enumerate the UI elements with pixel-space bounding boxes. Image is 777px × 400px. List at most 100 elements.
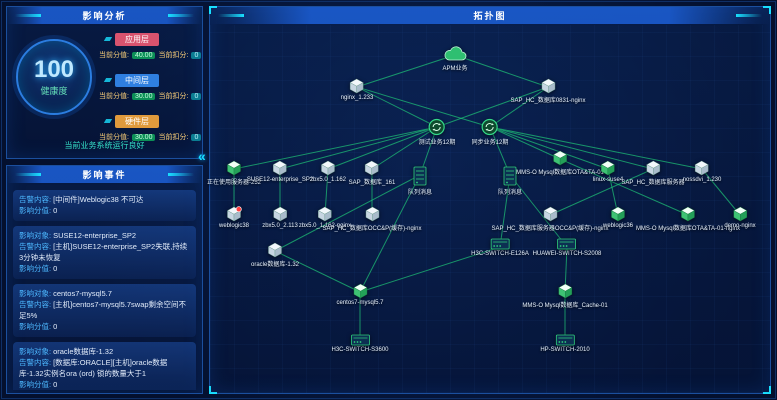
deduct-label: 当前扣分:	[158, 134, 189, 141]
topology-edge	[356, 86, 438, 128]
topo-node-label: weblogic38	[218, 223, 250, 229]
topo-node-label: SAP_HC_数据库0831-nginx	[510, 98, 586, 104]
score-value: 40.00	[131, 51, 156, 59]
topo-node-mmscache[interactable]: MMS-O Mysql数据库_Cache-01	[522, 283, 608, 309]
cube-icon	[272, 160, 288, 176]
cube-green-icon	[352, 283, 368, 299]
topo-node-zbx2113[interactable]: zbx5.0_2.113	[262, 206, 298, 229]
cube-green-icon	[680, 206, 696, 222]
topo-node-nginx1233[interactable]: nginx_1.233	[341, 78, 373, 101]
cube-green-icon	[552, 150, 568, 166]
topo-node-h3ce126[interactable]: H3C-SWITCH-E126A	[471, 238, 529, 257]
topo-node-mms01[interactable]: MMS-O Mysql数据库OTA&TA-01	[516, 150, 604, 176]
cube-icon	[349, 78, 365, 94]
topology-edge	[499, 174, 511, 248]
switch-icon	[555, 334, 575, 346]
event-alarm-value: [主机]centos7-mysql5.7swap剩余空间不足5%	[19, 299, 187, 320]
topo-node-label: 队列消息	[407, 190, 433, 196]
topo-node-zbx1162[interactable]: zbx5.0_1.162	[310, 160, 346, 183]
topo-node-sapsrv[interactable]: SAP_HC_数据库服务器	[621, 160, 685, 186]
event-target-value: centos7-mysql5.7	[53, 288, 112, 298]
topo-node-mmsnginx[interactable]: MMS-O Mysql数据库OTA&TA-01-nginx	[636, 206, 740, 232]
topo-node-sap161[interactable]: SAP_数据库_161	[348, 160, 396, 186]
layer-chip-2[interactable]: 硬件层	[115, 115, 159, 128]
cube-icon	[320, 160, 336, 176]
score-label: 当前分值:	[99, 134, 129, 141]
topology-edge	[359, 246, 501, 293]
topology-edge	[607, 168, 619, 216]
topo-node-label: zbx5.0_2.113	[262, 223, 298, 229]
event-score-value: 0	[53, 264, 58, 274]
event-target-label: 影响对象:	[19, 346, 52, 356]
layer-chip-1[interactable]: 中间层	[115, 74, 159, 87]
event-alarm-value: [主机]SUSE12-enterprise_SP2失联,持续3分钟未恢复	[19, 241, 188, 262]
topo-node-label: SAP_数据库_161	[348, 180, 396, 186]
topo-node-sapsrv2[interactable]: SAP_HC_数据库服务器OCC&P(缓存)-nginx	[491, 206, 609, 232]
cube-icon	[694, 160, 710, 176]
topo-node-label: SUSE12-enterprise_SP2	[246, 177, 314, 183]
health-gauge: 100 健康度	[16, 39, 92, 115]
topology-edge	[371, 126, 438, 170]
topo-node-weblogic38[interactable]: weblogic38	[219, 206, 249, 229]
cube-green-icon	[610, 206, 626, 222]
rack-icon	[413, 166, 427, 186]
topo-node-hw2008[interactable]: HUAWEI-SWITCH-S2008	[533, 238, 601, 257]
event-score-label: 影响分值:	[19, 264, 52, 274]
event-score-label: 影响分值:	[19, 322, 52, 332]
topo-node-weblogic36[interactable]: weblogic36	[603, 206, 633, 229]
topo-node-sapocc[interactable]: SAP_HC_数据库OCC&P(缓存)-nginx	[322, 206, 422, 232]
switch-icon	[490, 238, 510, 250]
collapse-handle[interactable]: «	[198, 148, 206, 164]
topo-node-label: demo-nginx	[724, 223, 756, 229]
score-value: 30.00	[131, 92, 156, 100]
layer-chip-0[interactable]: 应用层	[115, 33, 159, 46]
topo-node-n252[interactable]: 正在使用服务器-252	[207, 160, 261, 186]
topo-node-nossdvi[interactable]: nossdvi_1.230	[683, 160, 721, 183]
topology-edge	[233, 126, 438, 170]
topo-node-sap0831[interactable]: SAP_HC_数据库0831-nginx	[510, 78, 586, 104]
topology-edge	[436, 86, 549, 128]
cube-green-icon	[600, 160, 616, 176]
topo-node-rack2[interactable]: 队列消息	[498, 166, 522, 196]
event-alarm: 告警内容:[主机]centos7-mysql5.7swap剩余空间不足5%	[19, 299, 190, 322]
health-score-value: 100	[33, 55, 75, 83]
topology-edge	[454, 54, 549, 88]
topo-node-suse12[interactable]: SUSE12-enterprise_SP2	[247, 160, 313, 183]
event-card[interactable]: 告警内容:[中间件]Weblogic38 不可达影响分值:0	[13, 190, 196, 221]
impact-analysis-header: 影响分析	[7, 7, 202, 24]
topology-edge	[489, 126, 654, 170]
topo-node-bizsync[interactable]: 同步业务12期	[472, 118, 508, 146]
topo-node-apm[interactable]: APM业务	[442, 46, 468, 72]
event-alarm: 告警内容:[主机]SUSE12-enterprise_SP2失联,持续3分钟未恢…	[19, 241, 190, 264]
topo-node-h3c3600[interactable]: H3C-SWITCH-S3600	[331, 334, 389, 353]
topo-node-zwi1162[interactable]: zbx5.0_1.162-nginx	[299, 206, 351, 229]
topo-node-label: SAP_HC_数据库服务器	[621, 180, 685, 186]
event-target-label: 影响对象:	[19, 230, 52, 240]
topo-node-label: MMS-O Mysql数据库OTA&TA-01	[516, 170, 604, 176]
event-alarm: 告警内容:[数据库:ORACLE][主机]oracle数据库-1.32实例名or…	[19, 357, 190, 380]
topo-node-centos7[interactable]: centos7-mysql5.7	[336, 283, 384, 306]
topo-node-label: weblogic36	[602, 223, 634, 229]
topo-node-biztest[interactable]: 测试业务12期	[419, 118, 455, 146]
topo-node-label: MMS-O Mysql数据库OTA&TA-01-nginx	[635, 226, 741, 232]
deduct-label: 当前扣分:	[158, 93, 189, 100]
switch-icon	[350, 334, 370, 346]
topology-edge	[279, 126, 438, 170]
topo-node-oracle132[interactable]: oracle数据库-1.32	[251, 242, 299, 268]
topo-node-linuxsuse[interactable]: linux-suse4	[593, 160, 623, 183]
topo-node-label: zbx5.0_1.162-nginx	[298, 223, 352, 229]
topo-node-rack1[interactable]: 队列消息	[408, 166, 432, 196]
topo-node-label: 队列消息	[497, 190, 523, 196]
topo-node-label: 正在使用服务器-252	[206, 180, 262, 186]
topo-node-demonginx[interactable]: demo-nginx	[724, 206, 756, 229]
topo-node-hp2010[interactable]: HP-SWITCH-2010	[540, 334, 590, 353]
